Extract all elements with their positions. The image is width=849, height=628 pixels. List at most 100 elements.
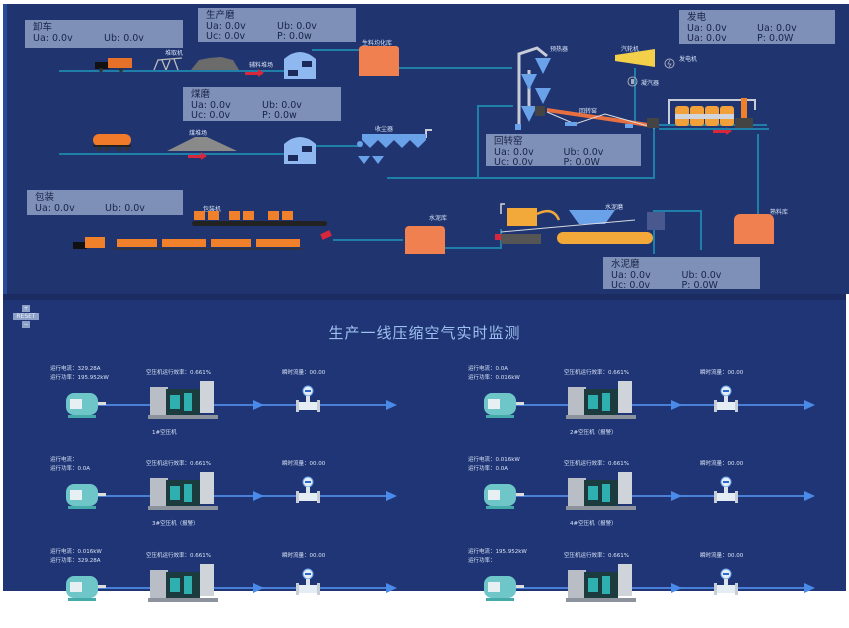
p-value: P: 0.0W: [681, 280, 718, 291]
motor-icon: [66, 576, 106, 601]
pipe-line: [333, 239, 403, 241]
air-flow-line: [516, 587, 806, 589]
conveyor-line: [59, 70, 284, 72]
box-title: 包装: [35, 192, 55, 203]
power-readout: 运行功率：329.28A: [50, 558, 101, 564]
air-compressor-icon: [148, 472, 218, 510]
box-title: 生产磨: [206, 10, 235, 21]
efficiency-readout: 空压机运行效率：0.661%: [146, 553, 211, 559]
uc-value: Uc: 0.0v: [206, 31, 246, 42]
air-flow-line: [98, 404, 388, 406]
coal-yard-label: 煤堆场: [189, 130, 208, 137]
kiln-label: 回转窑: [579, 108, 598, 115]
uc-value: Uc: 0.0v: [191, 110, 231, 121]
alarm-arrow-icon: [495, 234, 502, 240]
air-compressor-icon: [148, 381, 218, 419]
compressor-unit: 运行电流：329.28A 运行功率：195.952kW 空压机运行效率：0.66…: [50, 365, 450, 445]
ua-value: Ua: 0.0v: [33, 33, 73, 44]
flow-meter-icon: [714, 568, 738, 595]
ub-value: Ub: 0.0v: [104, 33, 144, 44]
compressor-name: 3#空压机（报警）: [152, 521, 199, 527]
pipe-line: [477, 105, 479, 177]
uc-value: Uc: 0.0v: [494, 157, 534, 168]
tanker-truck-icon: [93, 134, 131, 152]
rotary-kiln-icon: [535, 106, 659, 129]
flow-arrow-icon: [713, 127, 732, 135]
ua-value: Ua: 0.0v: [191, 100, 231, 111]
pipe-line: [397, 67, 512, 69]
reset-button[interactable]: RESET: [13, 313, 39, 320]
power-readout: 运行功率：: [468, 558, 496, 564]
power-readout: 运行功率：0.0A: [468, 466, 509, 472]
ua-value: Ua: 0.0v: [494, 147, 534, 158]
clinker-silo-icon: [734, 214, 774, 244]
cement-silo-label: 水泥库: [429, 215, 448, 222]
ua-value-3: Ua: 0.0v: [687, 33, 727, 44]
dump-truck-icon: [95, 58, 132, 72]
power-readout: 运行功率：0.0A: [50, 466, 91, 472]
current-readout: 运行电流：0.0A: [468, 366, 509, 372]
flow-readout: 瞬时流量：00.00: [282, 553, 326, 559]
pipe-line: [312, 49, 362, 51]
raw-mill-building-icon: [284, 52, 316, 79]
homog-silo-icon: [359, 46, 399, 76]
yard-label: 辅料堆场: [249, 62, 274, 69]
clinker-silo-label: 熟料库: [770, 209, 789, 216]
ub-value: Ub: 0.0v: [277, 21, 317, 32]
p-value: P: 0.0W: [757, 33, 794, 44]
flow-meter-icon: [296, 568, 320, 595]
motor-icon: [484, 393, 524, 418]
cement-mill-label: 水泥磨: [605, 204, 624, 211]
cement-train-icon: [73, 237, 303, 250]
stacker-label: 堆取机: [165, 50, 184, 57]
generator-icon: [664, 58, 675, 69]
pipe-line: [700, 210, 702, 250]
compressor-unit: 运行电流：0.016kW 运行功率：0.0A 空压机运行效率：0.661% 瞬时…: [468, 456, 849, 536]
ua-value: Ua: 0.0v: [35, 203, 75, 214]
flow-readout: 瞬时流量：00.00: [700, 553, 744, 559]
air-flow-line: [98, 587, 388, 589]
power-readout: 运行功率：195.952kW: [50, 375, 109, 381]
flow-meter-icon: [296, 476, 320, 503]
motor-icon: [484, 576, 524, 601]
compressor-name: 1#空压机: [152, 430, 177, 436]
cement-mill-icon: [500, 203, 665, 244]
ub-value: Ub: 0.0v: [563, 147, 604, 158]
cement-silo-icon: [405, 226, 445, 254]
zoom-out-button[interactable]: −: [22, 321, 30, 328]
pipe-line: [653, 210, 655, 254]
air-compressor-icon: [566, 564, 636, 602]
zoom-in-button[interactable]: +: [22, 305, 30, 312]
flow-meter-icon: [296, 385, 320, 412]
flow-readout: 瞬时流量：00.00: [700, 370, 744, 376]
compressor-monitor-panel: [3, 300, 846, 591]
air-compressor-icon: [148, 564, 218, 602]
compressor-name: 2#空压机（报警）: [570, 430, 617, 436]
generator-label: 发电机: [679, 56, 698, 63]
compressor-unit: 运行电流：195.952kW 运行功率： 空压机运行效率：0.661% 瞬时流量…: [468, 548, 849, 628]
flow-arrow-icon: [671, 583, 682, 593]
compressor-name: 4#空压机（报警）: [570, 521, 617, 527]
homog-silo-label: 生料均化库: [362, 40, 393, 47]
motor-icon: [484, 484, 524, 509]
power-readout: 运行功率：0.016kW: [468, 375, 520, 381]
pipe-line: [654, 210, 700, 212]
box-title: 卸车: [33, 22, 53, 33]
box-title: 回转窑: [494, 136, 523, 147]
coal-pile-icon: [167, 137, 237, 151]
current-readout: 运行电流：0.016kW: [50, 549, 102, 555]
flow-arrow-icon: [253, 583, 264, 593]
page-title: 生产一线压缩空气实时监测: [328, 324, 521, 342]
p-value: P: 0.0w: [277, 31, 312, 42]
flow-arrow-icon: [253, 491, 264, 501]
turbine-icon: [615, 49, 655, 67]
pipe-line: [634, 68, 636, 124]
section-divider: [3, 294, 846, 300]
cooler-silos-icon: [659, 98, 769, 130]
current-readout: 运行电流：195.952kW: [468, 549, 527, 555]
flow-arrow-icon: [671, 491, 682, 501]
